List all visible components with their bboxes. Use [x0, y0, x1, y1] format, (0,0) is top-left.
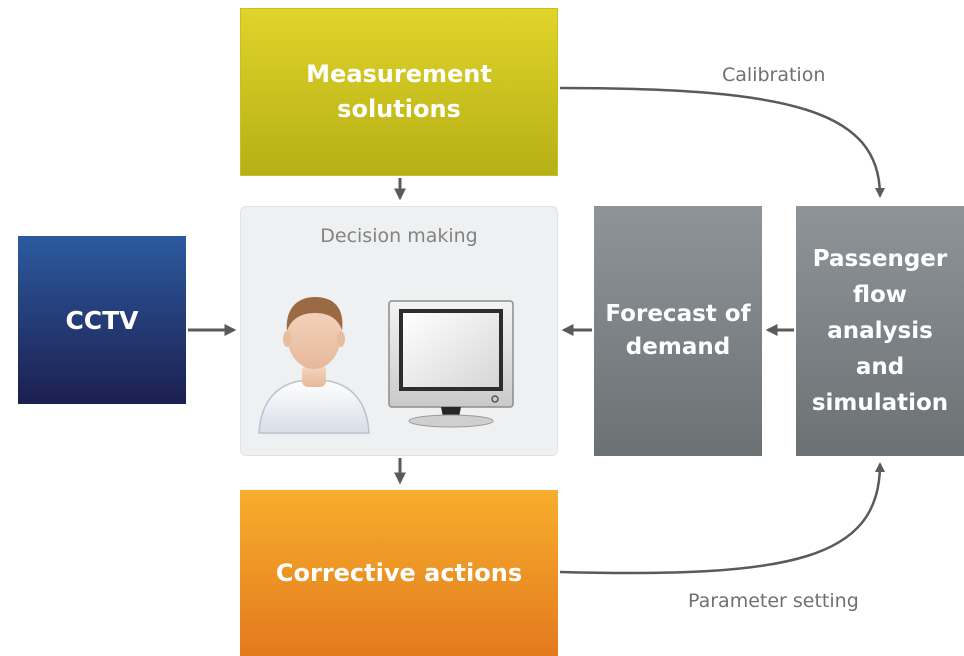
user-icon	[258, 297, 370, 434]
calibration-label: Calibration	[722, 64, 826, 86]
forecast-label-line1: Forecast of	[605, 301, 751, 327]
forecast-label-line2: demand	[625, 334, 731, 360]
measurement-solutions-box: Measurement solutions	[240, 8, 558, 176]
decision-making-label: Decision making	[320, 225, 478, 247]
passenger-label-line1: Passenger	[812, 246, 948, 272]
forecast-of-demand-box: Forecast of demand	[594, 206, 762, 456]
decision-making-box: Decision making	[240, 206, 558, 456]
passenger-label-line2: flow	[852, 282, 908, 308]
parameter-setting-label: Parameter setting	[688, 590, 859, 612]
passenger-label-line5: simulation	[811, 390, 949, 416]
measurement-label-line1: Measurement	[306, 60, 492, 88]
passenger-flow-box: Passenger flow analysis and simulation	[796, 206, 964, 456]
passenger-label-line3: analysis	[827, 318, 933, 344]
cctv-box: CCTV	[18, 236, 186, 404]
passenger-label-line4: and	[855, 354, 905, 380]
measurement-label-line2: solutions	[337, 95, 461, 123]
cctv-label: CCTV	[65, 305, 139, 335]
arrow-parameter-setting	[559, 462, 885, 575]
corrective-label: Corrective actions	[275, 559, 523, 587]
arrow-calibration	[559, 86, 885, 198]
corrective-actions-box: Corrective actions	[240, 490, 558, 656]
monitor-icon	[388, 300, 514, 428]
